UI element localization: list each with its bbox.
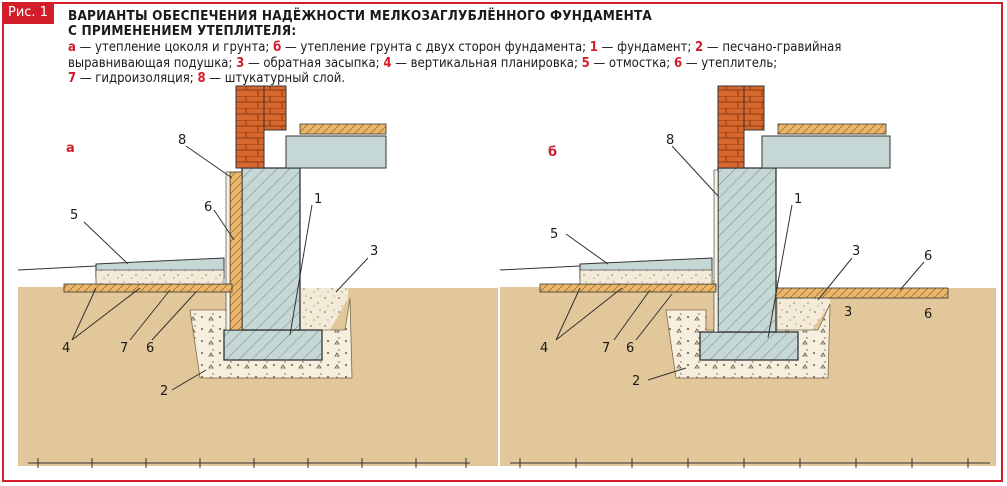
callout-b-6-small: 6	[924, 307, 932, 322]
legend-text-2-cont: выравнивающая подушка;	[68, 55, 233, 71]
floor-insulation-b	[777, 123, 887, 135]
legend-dash: —	[209, 71, 221, 86]
plaster-b	[713, 169, 719, 333]
callout-a-1: 1	[314, 192, 322, 207]
grade-marks-b	[510, 458, 990, 468]
legend-text-a: утепление цоколя и грунта;	[95, 40, 270, 55]
footing-a	[223, 329, 323, 361]
legend-dash: —	[247, 55, 260, 71]
legend-key-7: 7	[68, 71, 77, 86]
blind-area-base-a	[95, 269, 225, 285]
legend-key-b: б	[273, 40, 282, 55]
foundation-wall-b	[717, 167, 777, 333]
legend-text-8: штукатурный слой.	[224, 71, 346, 86]
grade-marks-a	[28, 458, 470, 468]
legend-key-5: 5	[581, 55, 590, 71]
legend-dash: —	[79, 40, 92, 55]
figure-header: ВАРИАНТЫ ОБЕСПЕЧЕНИЯ НАДЁЖНОСТИ МЕЛКОЗАГ…	[68, 9, 993, 87]
figure-label: Рис. 1	[2, 2, 54, 24]
figure-legend: а — утепление цоколя и грунта; б — утепл…	[68, 40, 993, 87]
callout-a-6-bottom: 6	[146, 341, 154, 356]
variant-a-drawing: а 8 6 1 3 5 4 7 6 2	[17, 85, 498, 468]
brick-wall-b	[717, 85, 745, 169]
floor-slab-a	[285, 135, 387, 169]
callout-b-4: 4	[540, 341, 548, 356]
legend-key-2: 2	[695, 40, 704, 55]
callout-b-8: 8	[666, 133, 674, 148]
backfill-a	[300, 288, 348, 330]
legend-key-6: 6	[673, 55, 683, 71]
wall-insulation-a	[229, 171, 243, 331]
legend-text-b: утепление грунта с двух сторон фундамент…	[300, 40, 587, 55]
legend-text-2: песчано-гравийная	[722, 40, 842, 55]
backfill-b	[778, 290, 830, 330]
ground-line-b	[499, 265, 581, 271]
callout-b-3: 3	[852, 244, 860, 259]
legend-key-a: а	[68, 40, 76, 55]
leader-lines-b	[555, 145, 925, 381]
callout-b-5: 5	[550, 227, 558, 242]
legend-key-3: 3	[236, 55, 245, 71]
callout-a-5: 5	[70, 208, 78, 223]
blind-area-base-b	[579, 269, 713, 285]
legend-dash: —	[685, 55, 698, 71]
legend-dash: —	[601, 40, 614, 55]
callout-a-2: 2	[160, 384, 168, 399]
callout-b-6-right: 6	[924, 249, 932, 264]
legend-dash: —	[593, 55, 606, 71]
ground-insulation-a	[63, 283, 233, 293]
callout-b-7: 7	[602, 341, 610, 356]
legend-dash: —	[79, 71, 92, 86]
brick-pier-b	[743, 85, 765, 131]
callout-a-6-top: 6	[204, 200, 212, 215]
figure-title-line1: ВАРИАНТЫ ОБЕСПЕЧЕНИЯ НАДЁЖНОСТИ МЕЛКОЗАГ…	[68, 8, 653, 24]
brick-pier-a	[263, 85, 287, 131]
legend-text-6: утеплитель;	[701, 55, 778, 71]
floor-insulation-a	[299, 123, 387, 135]
variant-b-letter: б	[548, 145, 557, 160]
callout-a-3: 3	[370, 244, 378, 259]
plaster-a	[225, 171, 231, 331]
legend-key-4: 4	[383, 55, 392, 71]
legend-key-1: 1	[589, 40, 598, 55]
callout-b-3-small: 3	[844, 305, 852, 320]
ground-insulation-left-b	[539, 283, 717, 293]
variant-a-letter: а	[66, 141, 75, 156]
ground-insulation-right-b	[775, 287, 949, 299]
footing-b	[699, 331, 799, 361]
brick-wall-a	[235, 85, 265, 169]
floor-slab-b	[761, 135, 891, 169]
legend-key-8: 8	[197, 71, 206, 86]
legend-text-1: фундамент;	[617, 40, 692, 55]
figure-title-line2: С ПРИМЕНЕНИЕМ УТЕПЛИТЕЛЯ:	[68, 23, 297, 39]
foundation-wall-a	[241, 167, 301, 331]
callout-b-1: 1	[794, 192, 802, 207]
legend-dash: —	[284, 40, 297, 55]
ground-line-a	[17, 265, 97, 271]
callout-a-4: 4	[62, 341, 70, 356]
legend-text-5: отмостка;	[608, 55, 671, 71]
legend-text-7: гидроизоляция;	[95, 71, 194, 86]
callout-b-6-bottom: 6	[626, 341, 634, 356]
callout-b-2: 2	[632, 374, 640, 389]
legend-text-3: обратная засыпка;	[263, 55, 380, 71]
legend-text-4: вертикальная планировка;	[410, 55, 578, 71]
leader-lines-a	[71, 145, 369, 391]
callout-a-7: 7	[120, 341, 128, 356]
legend-dash: —	[706, 40, 719, 55]
variant-b-drawing: б 8 1 3 6 5 4 7 6 2 3 6	[499, 85, 996, 468]
callout-a-8: 8	[178, 133, 186, 148]
legend-dash: —	[395, 55, 407, 71]
